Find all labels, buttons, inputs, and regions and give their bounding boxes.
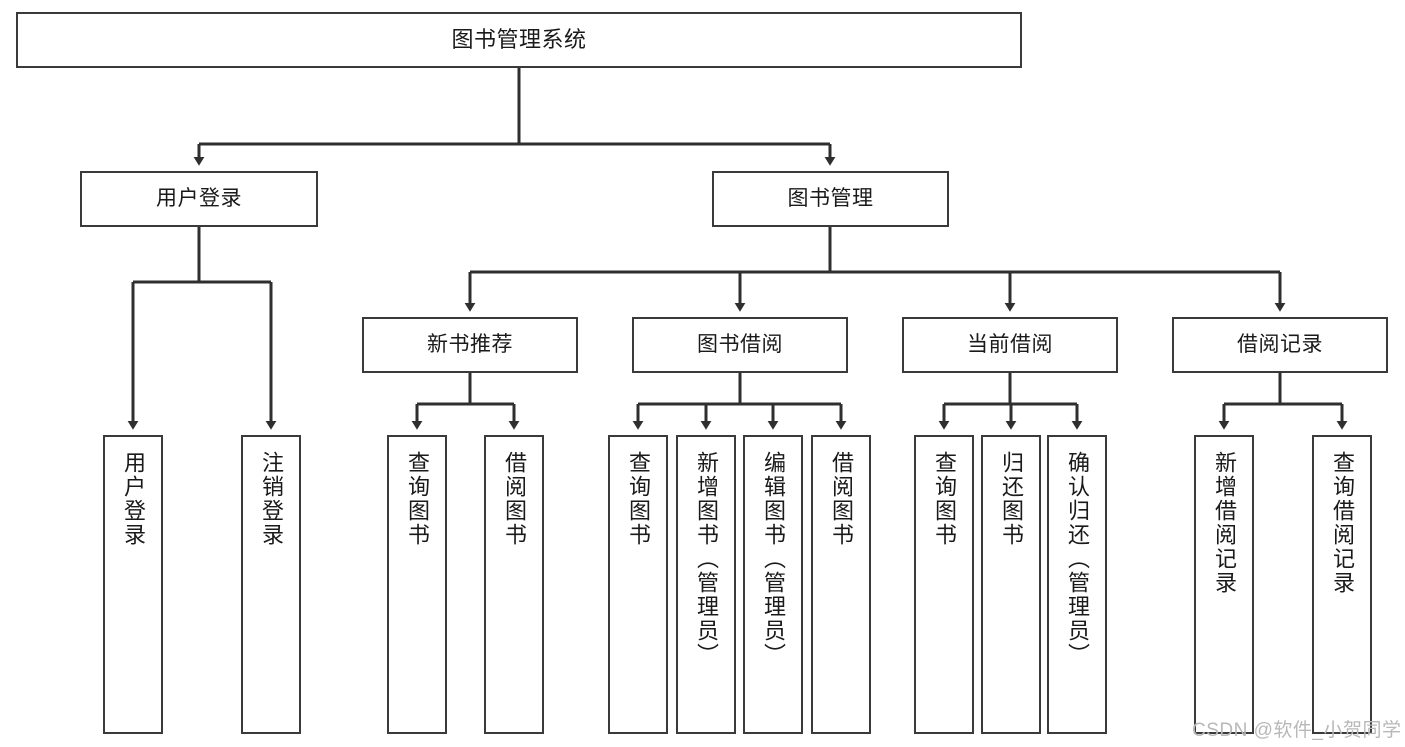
node-current-borrow[interactable]: 当前借阅 (902, 317, 1118, 373)
node-label: 查询图书 (626, 451, 651, 547)
node-new-book-recommend[interactable]: 新书推荐 (362, 317, 578, 373)
leaf-confirm-return-admin[interactable]: 确认归还（管理员） (1047, 435, 1107, 734)
node-root-system[interactable]: 图书管理系统 (16, 12, 1022, 68)
node-label: 新增图书（管理员） (694, 451, 719, 667)
leaf-logout-login[interactable]: 注销登录 (241, 435, 301, 734)
leaf-borrow-book-1[interactable]: 借阅图书 (484, 435, 544, 734)
leaf-query-borrow-record[interactable]: 查询借阅记录 (1312, 435, 1372, 734)
node-label: 确认归还（管理员） (1065, 451, 1090, 667)
leaf-add-borrow-record[interactable]: 新增借阅记录 (1194, 435, 1254, 734)
node-label: 新增借阅记录 (1212, 451, 1237, 595)
node-label: 当前借阅 (967, 332, 1053, 356)
node-label: 图书管理 (787, 186, 874, 210)
node-label: 查询借阅记录 (1330, 451, 1355, 595)
node-label: 归还图书 (999, 451, 1024, 547)
node-label: 借阅记录 (1237, 332, 1323, 356)
leaf-return-book[interactable]: 归还图书 (981, 435, 1041, 734)
leaf-edit-book-admin[interactable]: 编辑图书（管理员） (743, 435, 803, 734)
node-label: 借阅图书 (829, 451, 854, 547)
node-label: 查询图书 (932, 451, 957, 547)
node-label: 图书管理系统 (451, 27, 587, 53)
node-label: 查询图书 (405, 451, 430, 547)
node-borrow-record[interactable]: 借阅记录 (1172, 317, 1388, 373)
leaf-query-book-2[interactable]: 查询图书 (608, 435, 668, 734)
leaf-query-book-3[interactable]: 查询图书 (914, 435, 974, 734)
node-label: 用户登录 (156, 186, 242, 210)
node-user-login[interactable]: 用户登录 (80, 171, 318, 227)
node-label: 新书推荐 (427, 332, 513, 356)
node-label: 图书借阅 (697, 332, 783, 356)
node-label: 借阅图书 (502, 451, 527, 547)
leaf-add-book-admin[interactable]: 新增图书（管理员） (676, 435, 736, 734)
leaf-borrow-book-2[interactable]: 借阅图书 (811, 435, 871, 734)
node-label: 注销登录 (259, 451, 284, 547)
node-label: 用户登录 (121, 451, 146, 547)
csdn-watermark: CSDN @软件_小贺同学 (1192, 720, 1402, 741)
leaf-query-book-1[interactable]: 查询图书 (387, 435, 447, 734)
node-label: 编辑图书（管理员） (761, 451, 786, 667)
node-book-management[interactable]: 图书管理 (712, 171, 949, 227)
node-book-borrow[interactable]: 图书借阅 (632, 317, 848, 373)
leaf-user-login[interactable]: 用户登录 (103, 435, 163, 734)
